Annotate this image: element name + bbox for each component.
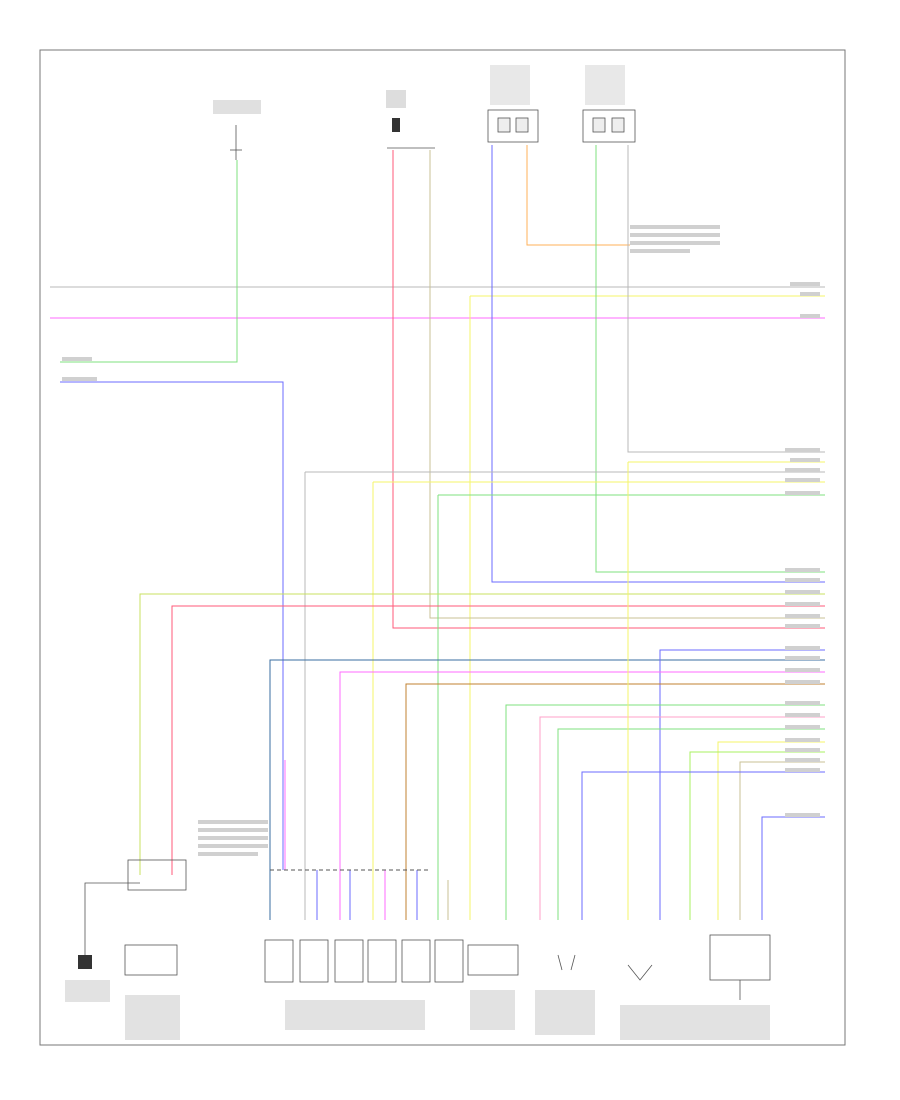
wire-violet-2 [659, 649, 825, 920]
wire-label-marks [62, 225, 820, 856]
two-pin-sensor [535, 954, 595, 1035]
wire-yellowgreen-ll [139, 593, 825, 875]
wire-ground [84, 882, 140, 960]
wire-violet-5 [581, 771, 825, 920]
right-sensor-1 [487, 65, 539, 143]
wire-green-left [60, 160, 238, 363]
top-middle-connector [386, 90, 435, 149]
top-caption-marks [213, 100, 261, 114]
wire-gray-s2 [627, 145, 825, 453]
wire-orange-s1 [526, 145, 630, 246]
wire-violet-6 [761, 816, 825, 920]
top-components [230, 65, 636, 160]
wire-blue-left [60, 381, 284, 870]
wire-red-main [392, 150, 825, 629]
wire-lime-5 [689, 751, 825, 920]
wires [50, 145, 825, 960]
wire-pink-4 [539, 716, 825, 920]
wire-brown [405, 683, 825, 920]
wire-pink-ll [171, 605, 825, 875]
wire-green-4 [505, 704, 825, 920]
wire-green-5 [557, 728, 825, 920]
bottom-components [65, 859, 771, 1040]
connector-row [264, 939, 464, 1030]
wire-green-s1 [491, 145, 825, 583]
wire-darkblue [269, 659, 825, 920]
right-sensor-2 [582, 65, 636, 143]
wire-magenta-2 [339, 671, 825, 920]
diagram-frame [39, 49, 846, 1046]
right-unit [620, 934, 771, 1040]
wire-tan-main [429, 150, 825, 619]
wire-tan-5 [739, 761, 825, 920]
wire-green-s2 [595, 145, 825, 573]
ground-point [65, 955, 110, 1002]
sensor-box [467, 944, 519, 1030]
module-left [124, 859, 187, 1040]
